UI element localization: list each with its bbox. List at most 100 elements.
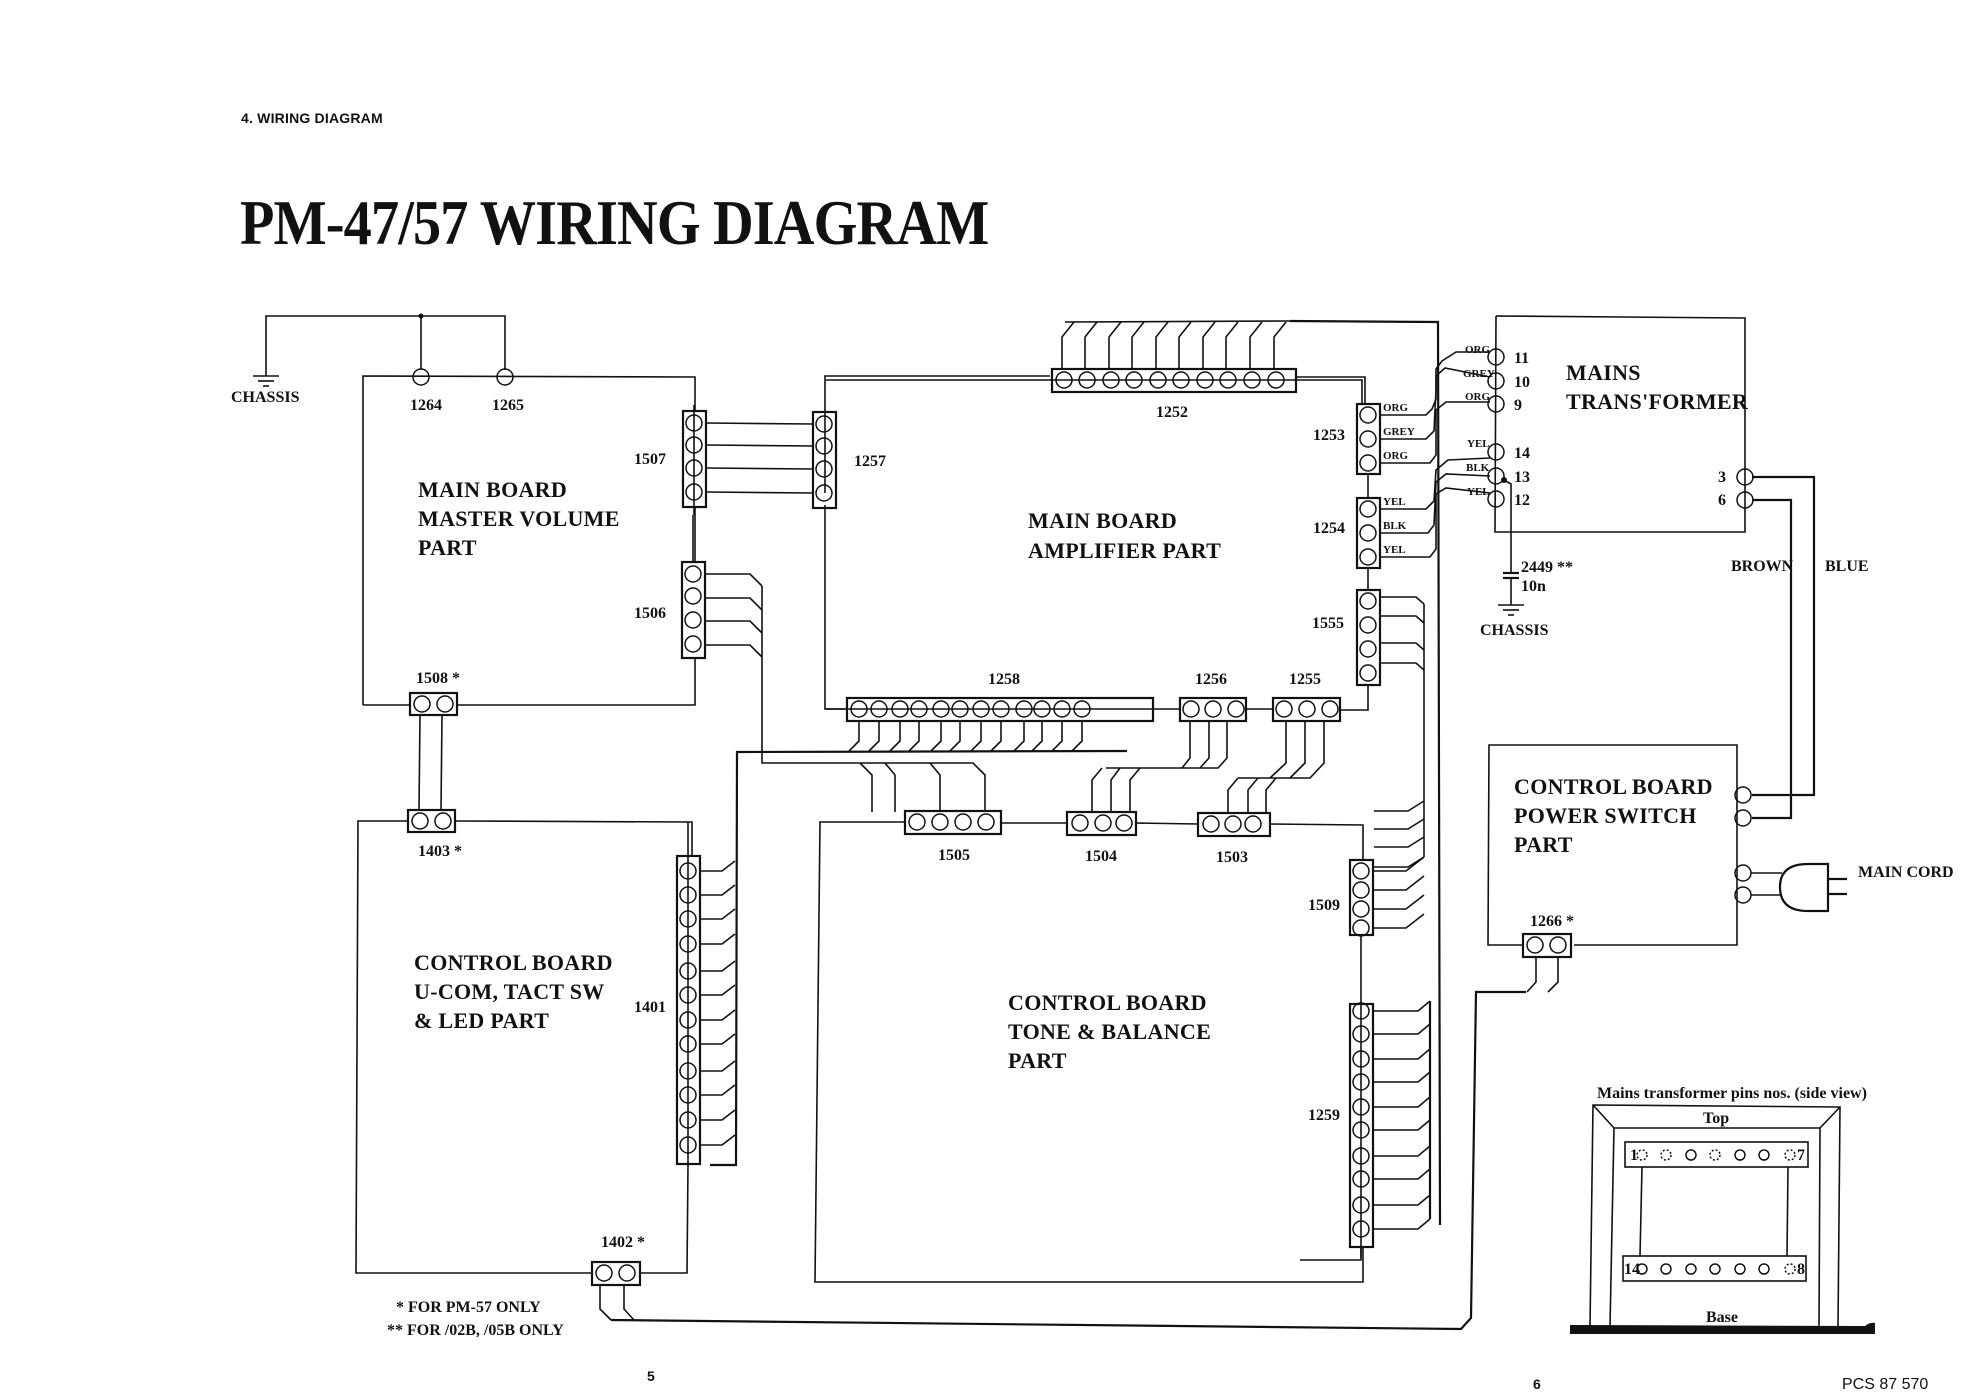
wire-1258-bus — [710, 749, 1128, 1167]
wire — [1373, 1119, 1431, 1131]
board-label-line: PART — [418, 535, 477, 560]
xf-pin — [1487, 443, 1505, 461]
wire — [700, 933, 736, 945]
label-1255: 1255 — [1289, 671, 1321, 688]
pd-pin-bottom — [1734, 1263, 1746, 1275]
wire-color-label: YEL — [1467, 438, 1490, 450]
wire — [700, 960, 736, 972]
pin — [679, 962, 697, 980]
xf-pin-label: 13 — [1514, 469, 1530, 486]
pin — [1073, 700, 1091, 718]
pin — [932, 700, 950, 718]
wire — [700, 1009, 736, 1021]
wires-1509 — [1373, 856, 1425, 929]
pd-pin-top — [1636, 1149, 1648, 1161]
capacitor-2449: 2449 ** 10n CHASSIS — [1480, 477, 1573, 639]
xf-pin — [1487, 348, 1505, 366]
wire — [1178, 321, 1192, 369]
wire — [1373, 1194, 1431, 1206]
wire — [1051, 721, 1063, 752]
xf-pin-label: 14 — [1514, 445, 1530, 462]
pin — [679, 935, 697, 953]
pd-pin-top — [1660, 1149, 1672, 1161]
connector-1509: 1509 — [1308, 858, 1375, 937]
wire — [1071, 721, 1083, 752]
connector-1507: 1507 — [634, 405, 708, 515]
pin — [1267, 371, 1285, 389]
connector-1258: 1258 — [825, 671, 1155, 723]
connector-1403: 1403 * — [406, 808, 462, 860]
wires-1258 — [848, 721, 1083, 752]
wire — [1296, 379, 1363, 405]
wire-color-label: BLK — [1383, 520, 1407, 532]
label-1259: 1259 — [1308, 1107, 1340, 1124]
main-cord-label: MAIN CORD — [1858, 864, 1954, 881]
wire — [1373, 1168, 1431, 1180]
connector-1504: 1504 — [1065, 810, 1138, 865]
pin — [1078, 371, 1096, 389]
blue-label: BLUE — [1825, 558, 1869, 575]
section-header: 4. WIRING DIAGRAM — [241, 110, 383, 126]
xf-pin — [1487, 490, 1505, 508]
board-label-line: PART — [1008, 1048, 1067, 1073]
wire — [1084, 321, 1098, 369]
wire — [1273, 321, 1287, 369]
board-label-line: CONTROL BOARD — [1514, 774, 1713, 799]
wire — [1202, 321, 1216, 369]
pd-pin-top — [1685, 1149, 1697, 1161]
wire — [700, 860, 736, 872]
board-label-line: MASTER VOLUME — [418, 506, 620, 531]
wire — [1373, 1023, 1431, 1035]
board-label-line: PART — [1514, 832, 1573, 857]
label-1257: 1257 — [854, 453, 886, 470]
board-label-line: AMPLIFIER PART — [1028, 538, 1221, 563]
connector-1508: 1508 * — [408, 670, 460, 717]
pd-pin-bottom — [1685, 1263, 1697, 1275]
wire-color-label: GREY — [1463, 368, 1495, 380]
wire — [1013, 721, 1025, 752]
board-label-line: MAIN BOARD — [418, 477, 567, 502]
wire-1402-1266 — [599, 953, 1559, 1331]
label-1266: 1266 * — [1530, 913, 1574, 930]
pin — [1149, 371, 1167, 389]
wire — [1061, 321, 1075, 369]
pin-diagram-top-label: Top — [1703, 1110, 1729, 1127]
pin — [1015, 700, 1033, 718]
wire — [700, 984, 736, 996]
pin — [1352, 1220, 1370, 1238]
footnote-pm57: * FOR PM-57 ONLY — [396, 1299, 541, 1316]
pin — [1352, 1196, 1370, 1214]
pin — [679, 886, 697, 904]
wire — [1373, 1096, 1431, 1108]
board-label-line: TONE & BALANCE — [1008, 1019, 1211, 1044]
wire-color-label: YEL — [1467, 486, 1490, 498]
connector-1259: 1259 — [1308, 1002, 1375, 1258]
pd-pin-bottom — [1636, 1263, 1648, 1275]
pin — [1196, 371, 1214, 389]
wire — [1373, 1000, 1431, 1012]
wire-color-label: ORG — [1465, 344, 1491, 356]
board-tone-balance: CONTROL BOARD TONE & BALANCE PART — [814, 821, 1364, 1283]
pd-pin-top — [1734, 1149, 1746, 1161]
pin — [951, 700, 969, 718]
connector-1506: 1506 — [634, 515, 707, 660]
label-1401: 1401 — [634, 999, 666, 1016]
label-1265: 1265 — [492, 397, 524, 414]
pin — [1352, 1098, 1370, 1116]
wire — [700, 1109, 736, 1121]
pin — [1053, 700, 1071, 718]
wire — [1249, 321, 1263, 369]
transformer-pin-diagram: Mains transformer pins nos. (side view) … — [1570, 1085, 1875, 1334]
page-number-right: 6 — [1533, 1376, 1541, 1392]
board-ucom: CONTROL BOARD U-COM, TACT SW & LED PART — [355, 820, 693, 1274]
pin — [679, 1136, 697, 1154]
pin — [679, 1011, 697, 1029]
pin — [1352, 1025, 1370, 1043]
wire — [1373, 1145, 1431, 1157]
wire — [949, 721, 961, 752]
wires-1506-bus — [705, 573, 986, 812]
pin — [992, 700, 1010, 718]
brown-label: BROWN — [1731, 558, 1794, 575]
connector-1503: 1503 — [1196, 811, 1272, 866]
